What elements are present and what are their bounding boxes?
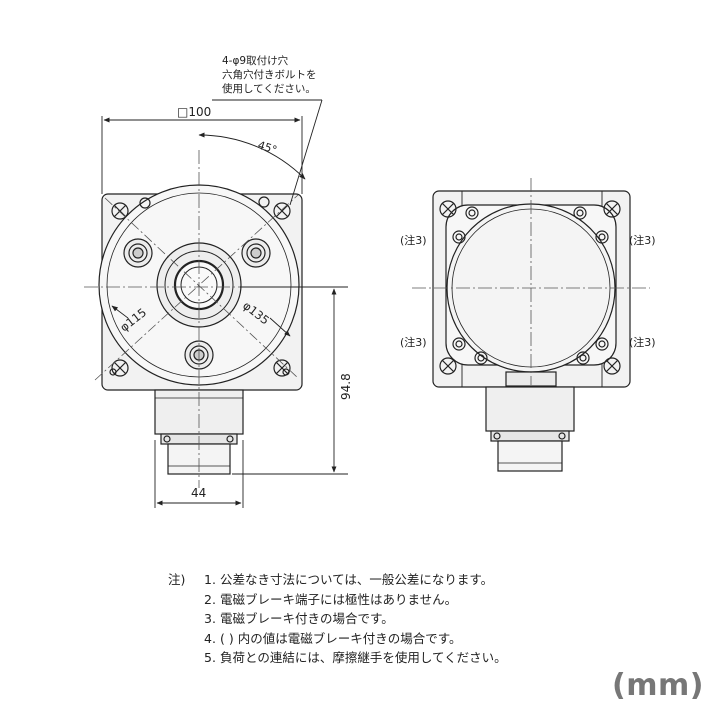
note-item: 3. 電磁ブレーキ付きの場合です。 bbox=[168, 609, 507, 629]
note-text: ( ) 内の値は電磁ブレーキ付きの場合です。 bbox=[220, 630, 462, 646]
note-text: 負荷との連結には、摩擦継手を使用してください。 bbox=[220, 650, 507, 665]
note-tag-br: (注3) bbox=[629, 335, 656, 349]
note-text: 公差なき寸法については、一般公差になります。 bbox=[220, 572, 494, 587]
dim-angle: 45° bbox=[256, 138, 279, 156]
note-item: 4. ( ) 内の値は電磁ブレーキ付きの場合です。 bbox=[168, 629, 507, 649]
cover-screws bbox=[452, 206, 609, 365]
mount-hole-br bbox=[273, 359, 291, 377]
right-connector-plug bbox=[497, 440, 563, 472]
note-text: 電磁ブレーキ端子には極性はありません。 bbox=[220, 591, 458, 607]
boss-left bbox=[123, 238, 153, 268]
callout-line-2: 六角穴付きボルトを bbox=[222, 68, 317, 81]
right-view bbox=[432, 190, 631, 472]
note-item: 2. 電磁ブレーキ端子には極性はありません。 bbox=[168, 590, 507, 610]
note-tag-tr: (注3) bbox=[629, 233, 656, 247]
dim-square: □100 bbox=[177, 105, 211, 119]
callout-line-3: 使用してください。 bbox=[222, 82, 316, 95]
mount-hole-tl bbox=[111, 202, 129, 220]
right-connector-base bbox=[485, 386, 575, 432]
mount-hole-tr bbox=[273, 202, 291, 220]
notes-block: 注) 1. 公差なき寸法については、一般公差になります。 2. 電磁ブレーキ端子… bbox=[168, 570, 507, 668]
right-mount-hole-tr bbox=[603, 200, 621, 218]
notes-prefix: 注) bbox=[168, 572, 186, 587]
note-tag-tl: (注3) bbox=[400, 233, 427, 247]
unit-label: (mm) bbox=[612, 668, 704, 703]
dim-height: 94.8 bbox=[339, 373, 353, 400]
right-mount-hole-tl bbox=[439, 200, 457, 218]
boss-right bbox=[241, 238, 271, 268]
callout-line-1: 4-φ9取付け穴 bbox=[222, 54, 289, 67]
note-tag-bl: (注3) bbox=[400, 335, 427, 349]
note-item: 5. 負荷との連結には、摩擦継手を使用してください。 bbox=[168, 648, 507, 668]
note-item: 注) 1. 公差なき寸法については、一般公差になります。 bbox=[168, 570, 507, 590]
right-mount-hole-bl bbox=[439, 357, 457, 375]
dim-width: 44 bbox=[191, 486, 206, 500]
right-mount-hole-br bbox=[603, 357, 621, 375]
mount-hole-bl bbox=[111, 359, 129, 377]
note-text: 電磁ブレーキ付きの場合です。 bbox=[220, 611, 394, 626]
